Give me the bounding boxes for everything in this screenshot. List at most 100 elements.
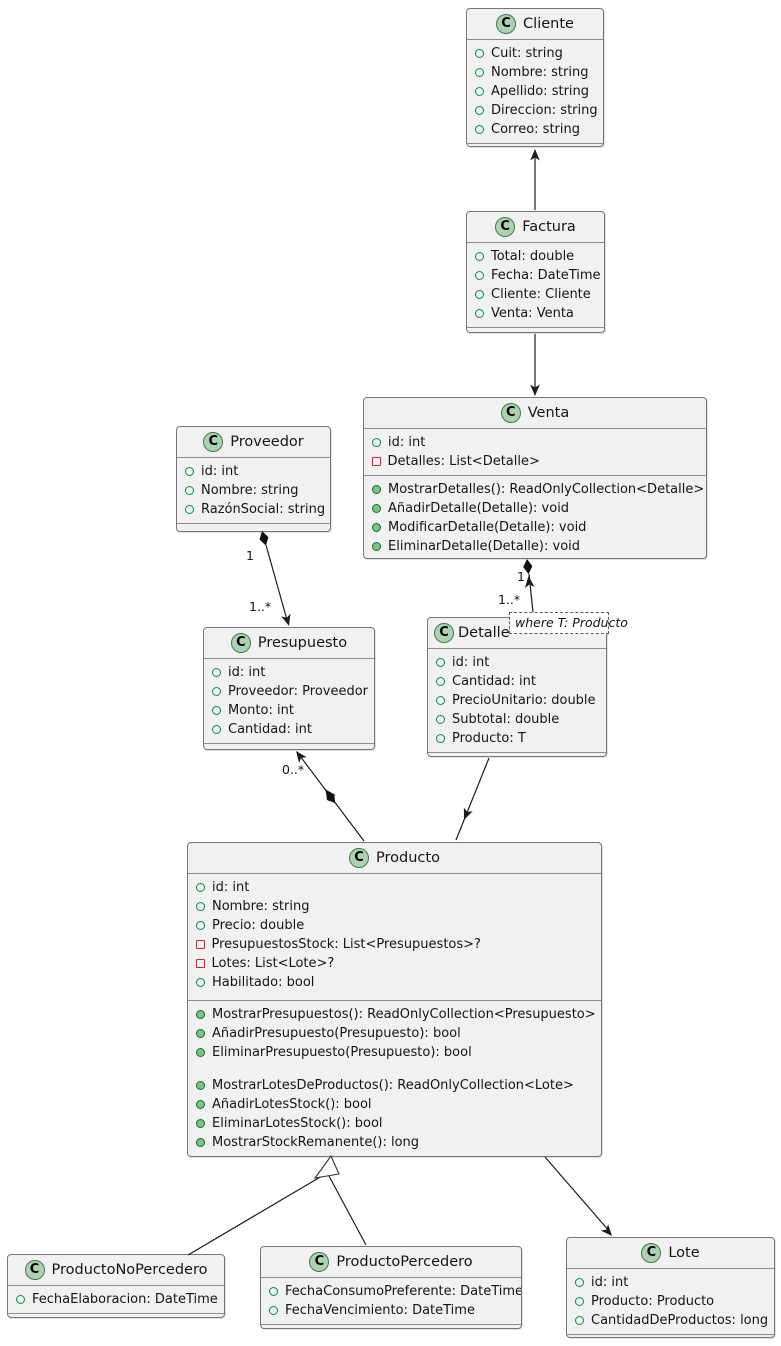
methods-section xyxy=(177,523,330,531)
class-name: Factura xyxy=(522,219,576,235)
public-field-icon xyxy=(185,467,194,476)
method-row: EliminarLotesStock(): bool xyxy=(196,1114,593,1133)
attributes-section: id: int Proveedor: Proveedor Monto: int … xyxy=(204,659,374,743)
attribute-text: FechaElaboracion: DateTime xyxy=(32,1292,218,1307)
attribute-text: Subtotal: double xyxy=(452,712,560,727)
method-row: EliminarDetalle(Detalle): void xyxy=(372,537,698,556)
attribute-text: Precio: double xyxy=(212,918,305,933)
attribute-text: Venta: Venta xyxy=(491,306,574,321)
attribute-row: Producto: Producto xyxy=(575,1292,766,1311)
public-field-icon xyxy=(436,734,445,743)
public-field-icon xyxy=(475,271,484,280)
attribute-text: Correo: string xyxy=(491,122,580,137)
class-kind-icon: C xyxy=(24,1260,45,1280)
class-box-venta: C Venta id: int Detalles: List<Detalle> … xyxy=(363,397,707,559)
attribute-row: Monto: int xyxy=(212,701,366,720)
class-box-productopercedero: C ProductoPercedero FechaConsumoPreferen… xyxy=(260,1246,522,1329)
methods-section xyxy=(8,1313,224,1317)
method-row: EliminarPresupuesto(Presupuesto): bool xyxy=(196,1043,593,1062)
class-header: C ProductoPercedero xyxy=(261,1247,521,1278)
public-field-icon xyxy=(212,706,221,715)
public-field-icon xyxy=(16,1295,25,1304)
public-field-icon xyxy=(475,68,484,77)
public-field-icon xyxy=(185,486,194,495)
attribute-row: id: int xyxy=(196,878,593,897)
method-group-gap xyxy=(196,1062,593,1076)
class-name: Proveedor xyxy=(230,434,304,450)
method-text: AñadirDetalle(Detalle): void xyxy=(388,501,570,516)
attribute-row: FechaConsumoPreferente: DateTime xyxy=(269,1282,521,1301)
attribute-text: Cuit: string xyxy=(491,46,563,61)
public-method-icon xyxy=(196,1119,205,1128)
multiplicity-label: 1 xyxy=(517,569,525,584)
class-box-detalle: C Detalle id: int Cantidad: int PrecioUn… xyxy=(427,617,607,757)
class-header: C Venta xyxy=(364,398,706,429)
attribute-row: Lotes: List<Lote>? xyxy=(196,954,593,973)
class-name: Lote xyxy=(668,1245,700,1261)
method-row: ModificarDetalle(Detalle): void xyxy=(372,518,698,537)
class-name: ProductoNoPercedero xyxy=(51,1262,208,1278)
class-kind-icon: C xyxy=(495,217,516,237)
public-field-icon xyxy=(475,309,484,318)
attribute-text: id: int xyxy=(591,1275,629,1290)
method-text: AñadirPresupuesto(Presupuesto): bool xyxy=(212,1026,461,1041)
class-name: Venta xyxy=(527,405,570,421)
generic-constraint-note: where T: Producto xyxy=(509,612,628,634)
public-method-icon xyxy=(372,504,381,513)
class-kind-icon: C xyxy=(641,1243,662,1263)
attributes-section: id: int Nombre: string RazónSocial: stri… xyxy=(177,458,330,523)
class-name: Producto xyxy=(376,850,440,866)
attribute-row: Direccion: string xyxy=(475,101,598,120)
class-header: C Lote xyxy=(567,1238,774,1269)
attribute-row: Nombre: string xyxy=(475,63,595,82)
attributes-section: Total: double Fecha: DateTime Cliente: C… xyxy=(467,243,604,327)
class-kind-icon: C xyxy=(434,623,454,643)
method-row: MostrarPresupuestos(): ReadOnlyCollectio… xyxy=(196,1005,596,1024)
attributes-section: id: int Nombre: string Precio: double Pr… xyxy=(188,874,601,1000)
public-field-icon xyxy=(269,1287,278,1296)
method-text: AñadirLotesStock(): bool xyxy=(212,1097,372,1112)
class-box-cliente: C Cliente Cuit: string Nombre: string Ap… xyxy=(466,8,604,147)
attribute-row: FechaElaboracion: DateTime xyxy=(16,1290,218,1309)
attribute-text: Total: double xyxy=(491,249,575,264)
attribute-row: Producto: T xyxy=(436,729,598,748)
public-field-icon xyxy=(475,87,484,96)
public-field-icon xyxy=(196,902,205,911)
class-kind-icon: C xyxy=(496,14,517,34)
attribute-row: Cantidad: int xyxy=(436,672,598,691)
public-field-icon xyxy=(269,1306,278,1315)
method-row: MostrarStockRemanente(): long xyxy=(196,1133,593,1152)
attribute-text: Fecha: DateTime xyxy=(491,268,601,283)
class-box-factura: C Factura Total: double Fecha: DateTime … xyxy=(466,211,605,333)
public-field-icon xyxy=(575,1316,584,1325)
public-field-icon xyxy=(196,921,205,930)
public-method-icon xyxy=(196,1048,205,1057)
attribute-text: Nombre: string xyxy=(201,483,299,498)
method-row: MostrarDetalles(): ReadOnlyCollection<De… xyxy=(372,480,704,499)
public-field-icon xyxy=(212,668,221,677)
attribute-text: PresupuestosStock: List<Presupuestos>? xyxy=(211,937,481,952)
class-header: C Detalle xyxy=(428,618,606,649)
multiplicity-label: 0..* xyxy=(282,762,304,777)
public-field-icon xyxy=(196,883,205,892)
attribute-text: id: int xyxy=(201,464,239,479)
attribute-text: RazónSocial: string xyxy=(201,502,326,517)
attribute-text: id: int xyxy=(452,655,490,670)
public-field-icon xyxy=(196,978,205,987)
multiplicity-label: 1 xyxy=(246,548,254,563)
edge-factura-venta xyxy=(530,334,540,396)
attributes-section: FechaElaboracion: DateTime xyxy=(8,1286,224,1313)
edge-producto-lote xyxy=(544,1156,612,1236)
method-text: MostrarStockRemanente(): long xyxy=(212,1135,420,1150)
attribute-text: Apellido: string xyxy=(491,84,590,99)
method-row: AñadirLotesStock(): bool xyxy=(196,1095,593,1114)
class-header: C Factura xyxy=(467,212,604,243)
public-field-icon xyxy=(212,725,221,734)
class-box-proveedor: C Proveedor id: int Nombre: string Razón… xyxy=(176,426,331,532)
class-name: Cliente xyxy=(523,16,574,32)
private-field-icon xyxy=(196,959,205,968)
attributes-section: id: int Cantidad: int PrecioUnitario: do… xyxy=(428,649,606,752)
attributes-section: id: int Detalles: List<Detalle> xyxy=(364,429,706,475)
methods-section xyxy=(204,743,374,749)
public-field-icon xyxy=(436,696,445,705)
